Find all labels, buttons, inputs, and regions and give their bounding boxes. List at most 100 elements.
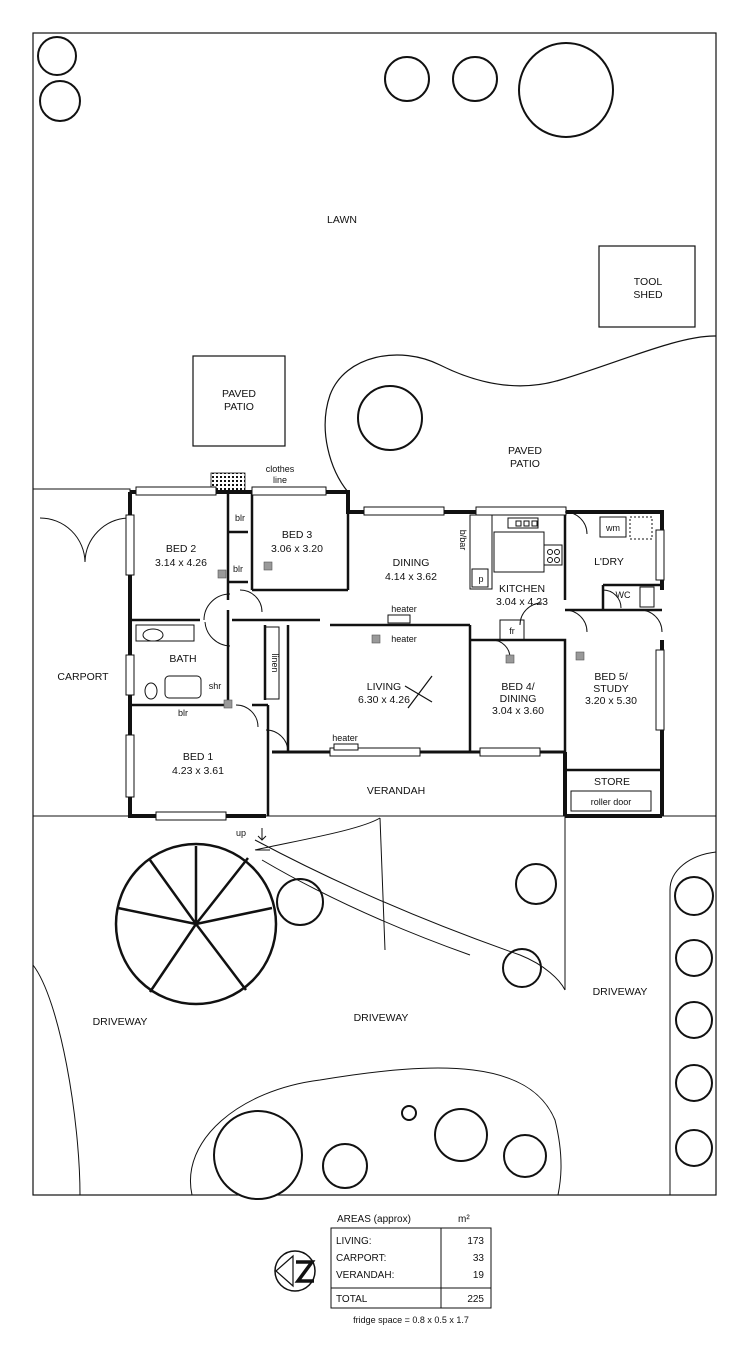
blr-label-b: blr (233, 564, 243, 574)
bed2-name: BED 2 (166, 543, 197, 555)
heater-label-1: heater (391, 604, 417, 614)
tool-shed (598, 245, 696, 328)
tree-icon (675, 1001, 713, 1039)
patio-left-label-1: PAVED (222, 388, 256, 400)
bed5-name-2: STUDY (593, 683, 629, 695)
patio-left-label-2: PATIO (224, 401, 254, 413)
tree-icon (675, 939, 713, 977)
clothes-line-label-1: clothes (266, 464, 295, 474)
tree-icon (434, 1108, 488, 1162)
fridge-note: fridge space = 0.8 x 0.5 x 1.7 (353, 1315, 469, 1325)
living-size: 6.30 x 4.26 (358, 694, 410, 706)
tree-icon (357, 385, 423, 451)
driveway-center-label: DRIVEWAY (354, 1012, 409, 1024)
patio-right-label-1: PAVED (508, 445, 542, 457)
tree-icon-group (37, 36, 714, 1200)
heater-label-3: heater (332, 733, 358, 743)
tree-icon (518, 42, 614, 138)
dining-name: DINING (393, 557, 430, 569)
tree-icon (452, 56, 498, 102)
laundry-fixtures (599, 516, 655, 608)
tool-shed-label-1: TOOL (634, 276, 663, 288)
tree-icon (322, 1143, 368, 1189)
tree-icon (674, 876, 714, 916)
lawn-label: LAWN (327, 214, 357, 226)
driveway-lines (32, 816, 717, 1196)
area-row-value: 19 (473, 1270, 485, 1281)
bed4-name-1: BED 4/ (501, 681, 534, 693)
bed2-size: 3.14 x 4.26 (155, 557, 207, 569)
pantry-label: p (478, 574, 483, 584)
tree-icon (675, 1129, 713, 1167)
laundry-name: L'DRY (594, 556, 624, 568)
wc-label: WC (616, 590, 631, 600)
tree-icon (276, 878, 324, 926)
area-row-label: VERANDAH: (336, 1270, 394, 1281)
tree-icon (401, 1105, 417, 1121)
roller-door-label: roller door (591, 797, 632, 807)
vent-icons (217, 561, 585, 709)
kitchen-size: 3.04 x 4.23 (496, 596, 548, 608)
bed1-size: 4.23 x 3.61 (172, 765, 224, 777)
carport-gates (39, 517, 129, 563)
shr-label: shr (209, 681, 222, 691)
bed3-size: 3.06 x 3.20 (271, 543, 323, 555)
verandah-label: VERANDAH (367, 785, 425, 797)
patio-right-label-2: PATIO (510, 458, 540, 470)
roller-door (570, 790, 652, 812)
clothes-line-label-2: line (273, 475, 287, 485)
tree-icon (213, 1110, 303, 1200)
bbar-label: b/bar (458, 530, 468, 551)
interior-walls (130, 492, 662, 816)
bed4-name-2: DINING (500, 693, 537, 705)
north-arrow-icon (274, 1250, 316, 1292)
tool-shed-label-2: SHED (633, 289, 663, 301)
bed5-size: 3.20 x 5.30 (585, 695, 637, 707)
bed1-name: BED 1 (183, 751, 214, 763)
living-name: LIVING (367, 681, 401, 693)
heater-label-2: heater (391, 634, 417, 644)
tree-icon (37, 36, 77, 76)
areas-title: AREAS (approx) (337, 1214, 411, 1225)
tree-icon (39, 80, 81, 122)
driveway-left-label: DRIVEWAY (93, 1016, 148, 1028)
dining-size: 4.14 x 3.62 (385, 571, 437, 583)
windows (125, 486, 665, 821)
area-total-value: 225 (467, 1294, 484, 1305)
tree-icon (503, 1134, 547, 1178)
bath-fixtures (135, 624, 280, 700)
doors (203, 511, 663, 753)
area-row-value: 173 (467, 1236, 484, 1247)
carport-label: CARPORT (57, 671, 109, 683)
up-label: up (236, 828, 246, 838)
area-row-value: 33 (473, 1253, 485, 1264)
tree-icon (515, 863, 557, 905)
tree-icon (502, 948, 542, 988)
areas-unit: m² (458, 1214, 470, 1225)
wm-label: wm (605, 523, 620, 533)
driveway-right-label: DRIVEWAY (593, 986, 648, 998)
store-name: STORE (594, 776, 630, 788)
bed5-name-1: BED 5/ (594, 671, 627, 683)
area-row-label: CARPORT: (336, 1253, 386, 1264)
kitchen-name: KITCHEN (499, 583, 545, 595)
paved-patio-right (324, 335, 717, 493)
area-total-label: TOTAL (336, 1294, 368, 1305)
blr-label-a: blr (235, 513, 245, 523)
tree-icon (384, 56, 430, 102)
paved-patio-left (192, 355, 286, 447)
carport-outline (32, 488, 131, 817)
bed3-name: BED 3 (282, 529, 313, 541)
linen-label: linen (270, 653, 280, 672)
bath-name: BATH (169, 653, 196, 665)
tree-icon (675, 1064, 713, 1102)
bed4-size: 3.04 x 3.60 (492, 705, 544, 717)
ceiling-fan-icon (404, 675, 433, 709)
kitchen-fixtures (469, 514, 563, 641)
fridge-label: fr (509, 626, 515, 636)
palm-tree-icon (114, 842, 278, 1006)
blr-bath-label: blr (178, 708, 188, 718)
area-row-label: LIVING: (336, 1236, 372, 1247)
heater-icons (333, 614, 411, 751)
